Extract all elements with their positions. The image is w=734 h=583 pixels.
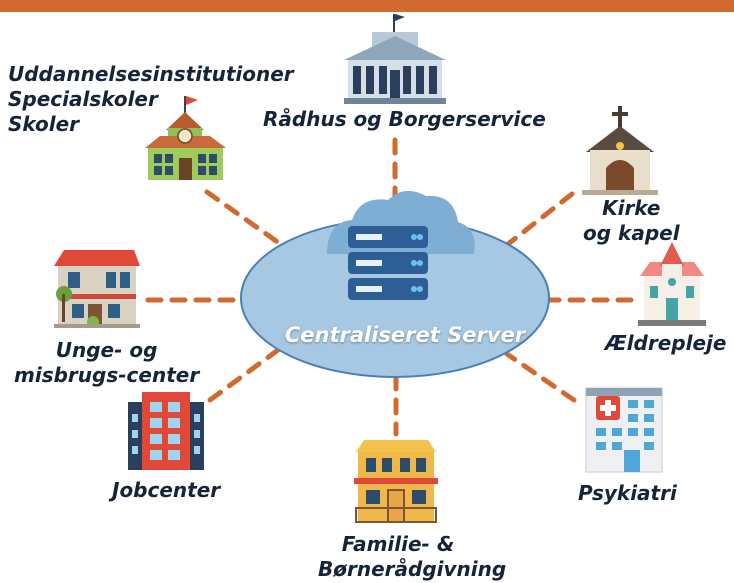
shop-building-icon (354, 440, 438, 523)
label-line: Familie- & (341, 532, 455, 556)
label-line: Jobcenter (112, 478, 221, 502)
church-icon (582, 106, 658, 195)
city-hall-icon (344, 14, 446, 104)
connector-skoler (204, 189, 289, 251)
node-label-psykiatri: Psykiatri (578, 481, 677, 506)
label-line: Uddannelsesinstitutioner (8, 62, 294, 86)
connectors (145, 137, 635, 437)
house-icon (54, 250, 140, 328)
office-tower-icon (128, 392, 204, 470)
node-label-aeldre: Ældrepleje (605, 331, 726, 356)
label-line: Unge- og (55, 338, 158, 362)
connector-kirke (500, 191, 575, 251)
label-line: Specialskoler (8, 87, 158, 111)
node-label-raadhus: Rådhus og Borgerservice (263, 107, 546, 132)
node-label-unge: Unge- og misbrugs-center (14, 338, 199, 388)
label-line: Rådhus og Borgerservice (263, 107, 546, 131)
label-line: misbrugs-center (14, 363, 200, 387)
label-line: og kapel (583, 221, 680, 245)
school-icon (145, 96, 226, 180)
node-label-kirke: Kirke og kapel (583, 196, 680, 246)
connector-psykiatri (504, 351, 577, 403)
nursing-home-icon (638, 242, 706, 326)
label-line: Kirke (602, 196, 661, 220)
hospital-icon (585, 387, 663, 473)
label-line: Psykiatri (578, 481, 677, 505)
node-label-familie: Familie- & Børnerådgivning (318, 532, 507, 582)
label-line: Ældrepleje (605, 331, 727, 355)
node-label-jobcenter: Jobcenter (112, 478, 220, 503)
node-label-skoler: Uddannelsesinstitutioner Specialskoler S… (8, 62, 294, 137)
cloud-server-icon (327, 190, 475, 300)
central-server-label: Centraliseret Server (284, 323, 526, 347)
connector-jobcenter (207, 347, 281, 403)
label-line: Børnerådgivning (318, 557, 507, 581)
central-server (240, 190, 550, 378)
label-line: Skoler (8, 112, 80, 136)
top-accent-bar (0, 0, 734, 12)
